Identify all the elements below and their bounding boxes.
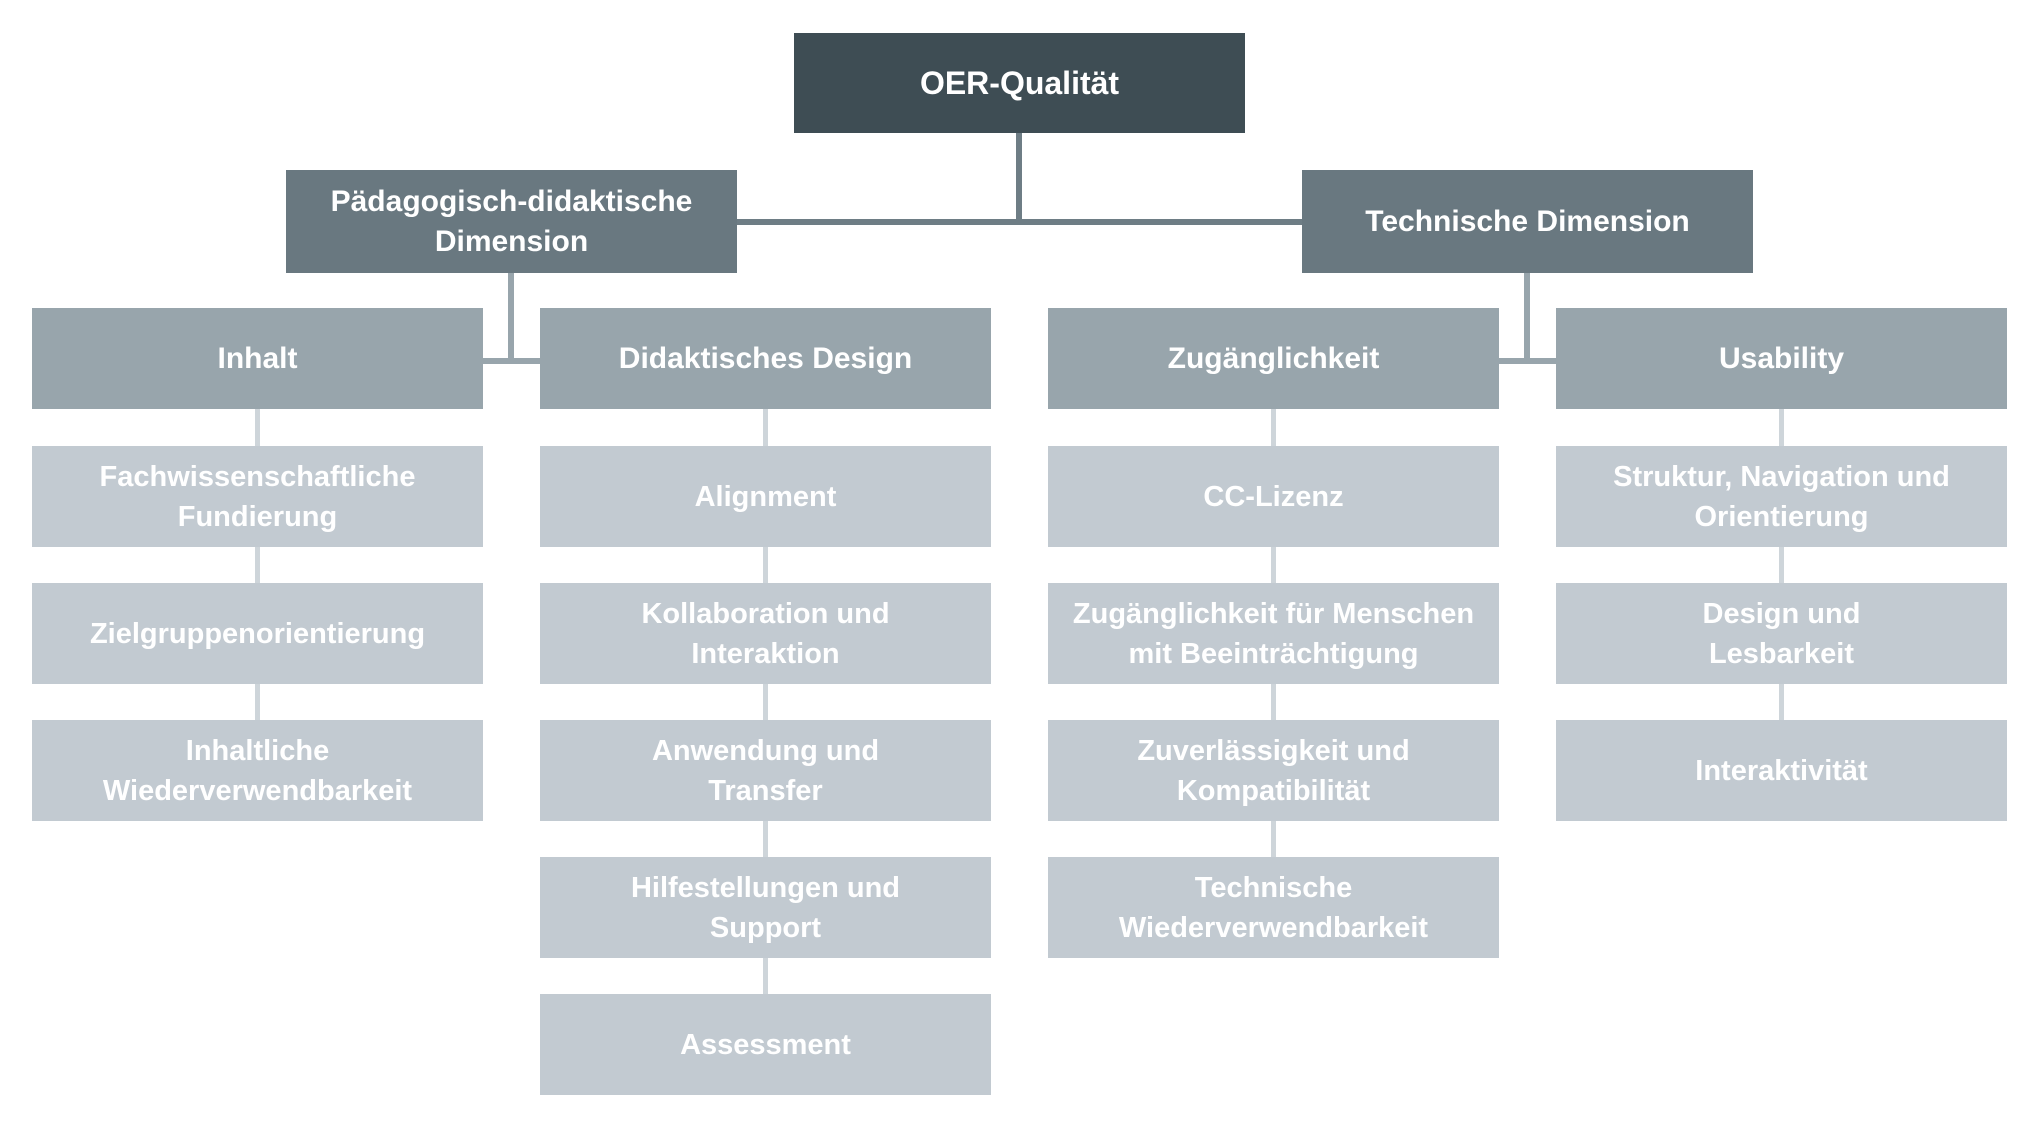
connector-inhalt-0 — [255, 409, 260, 446]
item-box-hilfestellungen-und-support: Hilfestellungen und Support — [540, 857, 991, 958]
connector-didaktik-2 — [763, 684, 768, 720]
connector-zugaenglichkeit-2 — [1271, 684, 1276, 720]
connector-didaktik-0 — [763, 409, 768, 446]
connector-didaktik-4 — [763, 958, 768, 994]
item-box-interaktivitaet: Interaktivität — [1556, 720, 2007, 821]
item-box-assessment: Assessment — [540, 994, 991, 1095]
dimension-box-technisch: Technische Dimension — [1302, 170, 1753, 273]
connector-root-horizontal — [737, 219, 1302, 225]
item-box-anwendung-und-transfer: Anwendung und Transfer — [540, 720, 991, 821]
item-box-cc-lizenz: CC-Lizenz — [1048, 446, 1499, 547]
item-box-kollaboration-und-interaktion: Kollaboration und Interaktion — [540, 583, 991, 684]
connector-usability-2 — [1779, 684, 1784, 720]
connector-usability-0 — [1779, 409, 1784, 446]
item-box-design-und-lesbarkeit: Design und Lesbarkeit — [1556, 583, 2007, 684]
connector-didaktik-3 — [763, 821, 768, 857]
root-box-oer-qualitaet: OER-Qualität — [794, 33, 1245, 133]
item-box-zugaenglichkeit-fuer-menschen: Zugänglichkeit für Menschen mit Beeinträ… — [1048, 583, 1499, 684]
category-box-didaktisches-design: Didaktisches Design — [540, 308, 991, 409]
connector-technisch-drop — [1524, 273, 1530, 364]
item-box-fachwissenschaftliche-fundierung: Fachwissenschaftliche Fundierung — [32, 446, 483, 547]
category-box-usability: Usability — [1556, 308, 2007, 409]
connector-inhalt-1 — [255, 547, 260, 583]
connector-root-drop — [1016, 133, 1022, 225]
connector-zugaenglichkeit-1 — [1271, 547, 1276, 583]
connector-zugaenglichkeit-0 — [1271, 409, 1276, 446]
connector-paedagogisch-drop — [508, 273, 514, 364]
category-box-zugaenglichkeit: Zugänglichkeit — [1048, 308, 1499, 409]
connector-didaktik-1 — [763, 547, 768, 583]
connector-inhalt-2 — [255, 684, 260, 720]
item-box-inhaltliche-wiederverwendbarkeit: Inhaltliche Wiederverwendbarkeit — [32, 720, 483, 821]
item-box-technische-wiederverwendbarkeit: Technische Wiederverwendbarkeit — [1048, 857, 1499, 958]
item-box-zielgruppenorientierung: Zielgruppenorientierung — [32, 583, 483, 684]
item-box-zuverlaessigkeit-und-kompatibilitaet: Zuverlässigkeit und Kompatibilität — [1048, 720, 1499, 821]
item-box-alignment: Alignment — [540, 446, 991, 547]
connector-paedagogisch-horizontal — [483, 358, 540, 364]
connector-zugaenglichkeit-3 — [1271, 821, 1276, 857]
category-box-inhalt: Inhalt — [32, 308, 483, 409]
connector-usability-1 — [1779, 547, 1784, 583]
item-box-struktur-navigation-orientierung: Struktur, Navigation und Orientierung — [1556, 446, 2007, 547]
connector-technisch-horizontal — [1499, 358, 1556, 364]
dimension-box-paedagogisch-didaktisch: Pädagogisch-didaktische Dimension — [286, 170, 737, 273]
